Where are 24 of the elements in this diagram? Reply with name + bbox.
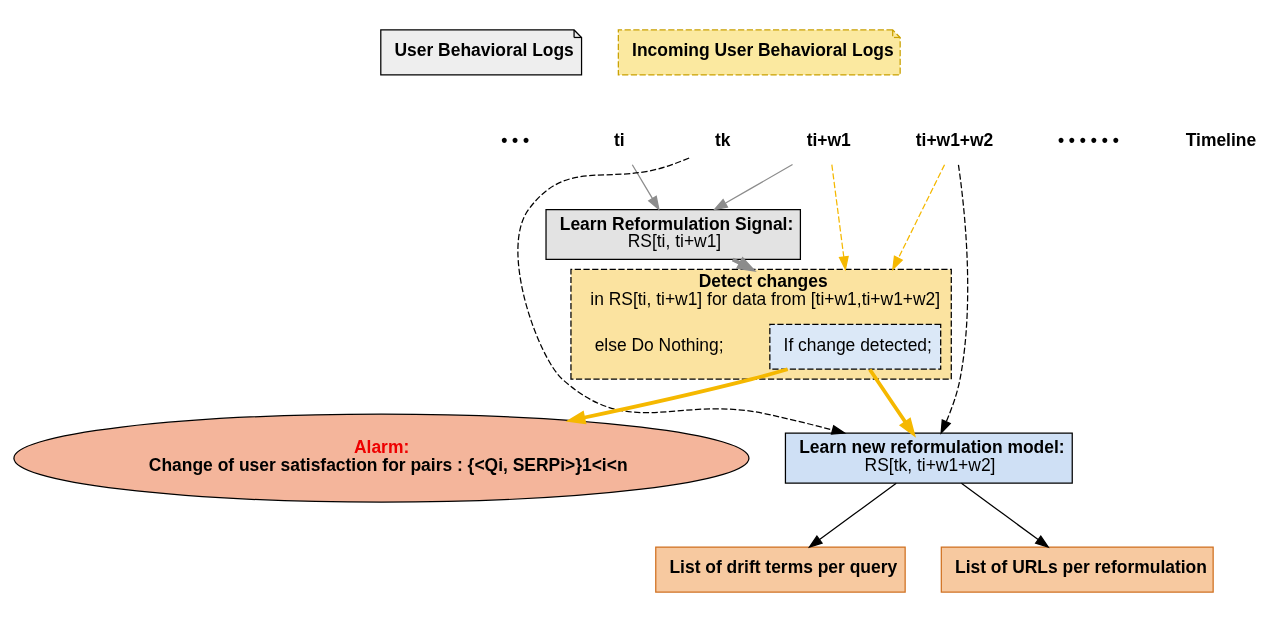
node-ellipse: Alarm: Change of user satisfaction for pairs : {<Qi, SERPi>}1<i<n bbox=[13, 413, 750, 503]
label: Timeline bbox=[1185, 129, 1257, 150]
arrow bbox=[940, 164, 969, 435]
label: • • • • • • bbox=[1057, 129, 1119, 150]
node-box: If change detected; bbox=[769, 323, 942, 370]
node-text: ti+w1 bbox=[806, 129, 851, 150]
arrow bbox=[631, 164, 660, 211]
arrow bbox=[831, 164, 849, 272]
arrow bbox=[517, 157, 847, 435]
node-box: Learn new reformulation model: RS[tk, ti+w1+w2] bbox=[784, 432, 1073, 484]
node-box: Learn Reformulation Signal: RS[ti, ti+w1] bbox=[545, 208, 802, 261]
node-text: tk bbox=[714, 129, 731, 150]
arrow bbox=[960, 482, 1050, 549]
node-text: else Do Nothing; bbox=[594, 335, 724, 356]
arrow bbox=[868, 368, 916, 438]
node-box: List of URLs per reformulation bbox=[940, 546, 1214, 593]
label: • • • bbox=[501, 129, 530, 150]
arrow bbox=[807, 482, 897, 549]
arrow bbox=[565, 367, 789, 425]
node-text: ti bbox=[613, 129, 625, 150]
node-box: List of drift terms per query bbox=[655, 546, 906, 593]
arrow bbox=[712, 163, 794, 211]
node-text: ti+w1+w2 bbox=[915, 129, 994, 150]
arrow bbox=[892, 164, 946, 272]
